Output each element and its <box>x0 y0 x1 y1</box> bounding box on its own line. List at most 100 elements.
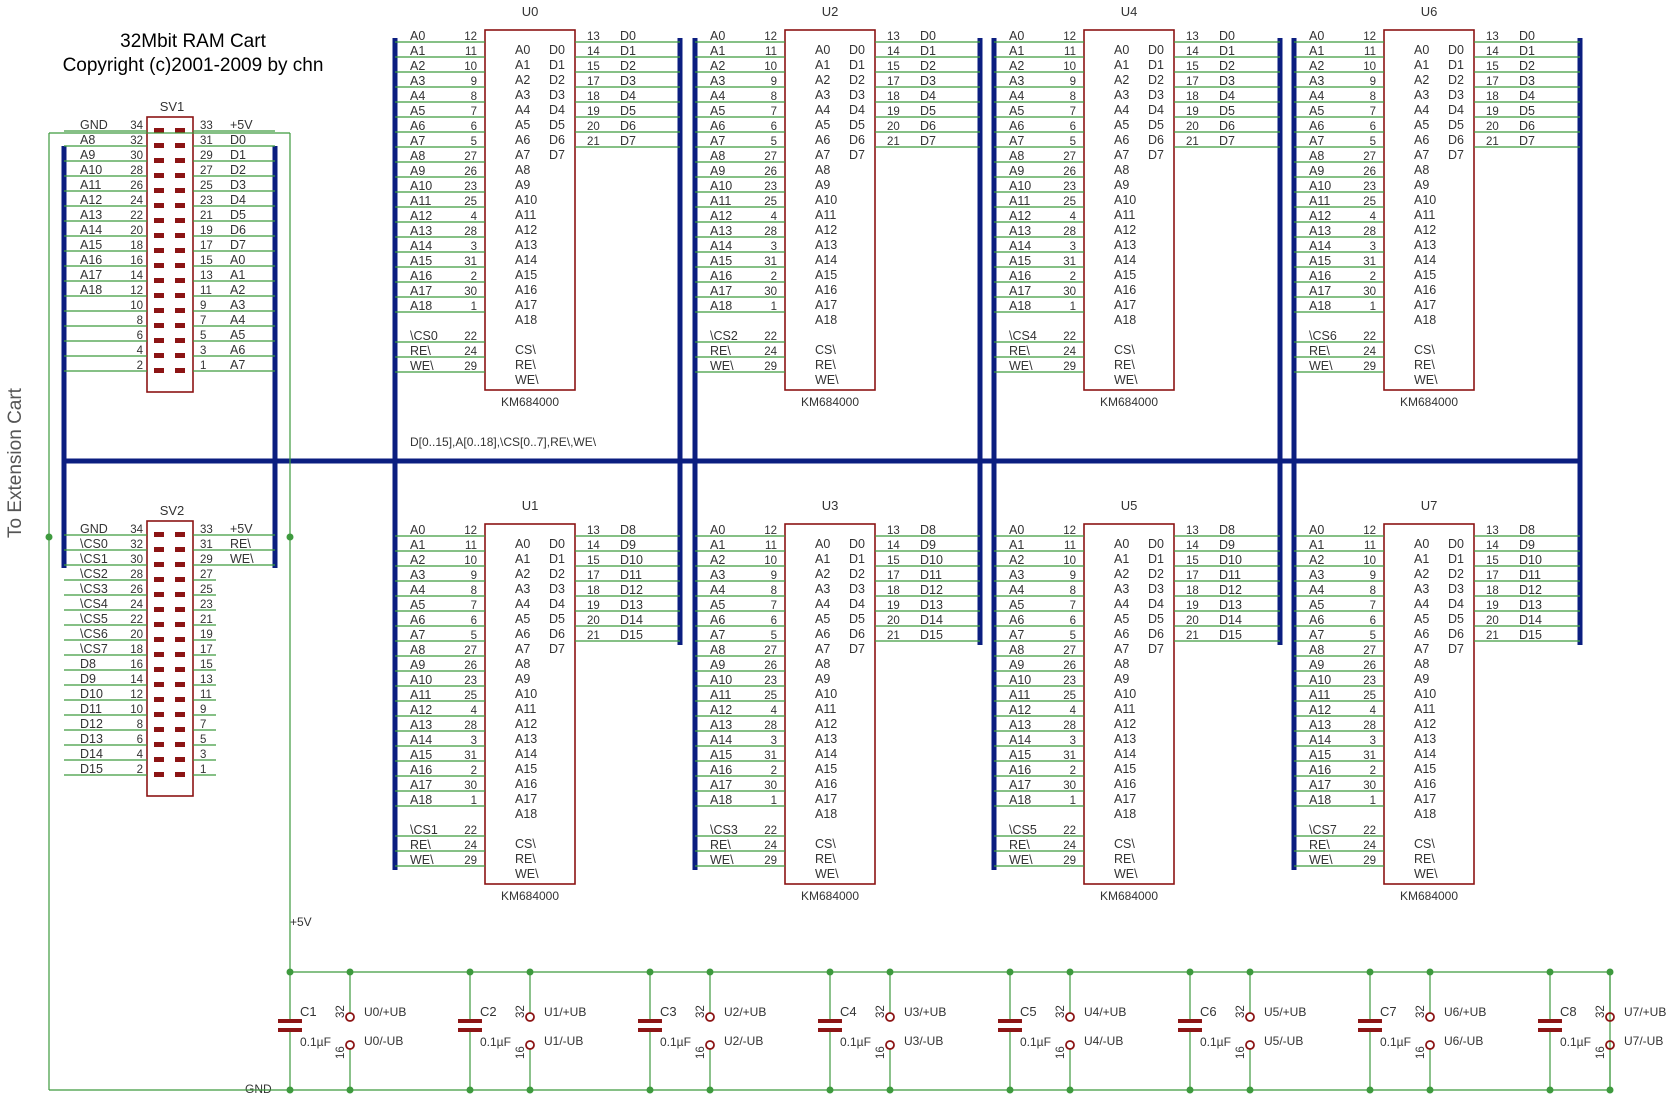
chip-addr-pin: A10 <box>515 687 537 701</box>
chip-addr-num: 7 <box>471 106 477 118</box>
chip-data-net: D3 <box>1219 74 1235 88</box>
chip-addr-net: A13 <box>410 718 432 732</box>
chip-addr-num: 5 <box>771 630 777 642</box>
connector-left-num: 4 <box>137 749 144 761</box>
chip-data-num: 14 <box>1186 540 1199 552</box>
chip-addr-num: 28 <box>1063 720 1076 732</box>
cap-value: 0.1µF <box>480 1035 511 1049</box>
connector-right-num: 9 <box>200 300 206 312</box>
connector-pin-mark <box>154 128 164 133</box>
chip-ctrl-net: WE\ <box>410 359 434 373</box>
connector-pin-mark <box>175 353 185 358</box>
chip-addr-pin: A7 <box>1114 148 1129 162</box>
chip-ctrl-num: 24 <box>764 840 777 852</box>
chip-data-pin: D1 <box>1148 58 1164 72</box>
chip-ctrl-num: 29 <box>1363 361 1376 373</box>
chip-data-pin: D6 <box>549 627 565 641</box>
chip-addr-net: A13 <box>1309 718 1331 732</box>
chip-addr-pin: A12 <box>1114 223 1136 237</box>
chip-data-net: D13 <box>620 598 643 612</box>
chip-addr-pin: A4 <box>1114 597 1129 611</box>
chip-data-net: D13 <box>1519 598 1542 612</box>
chip-addr-pin: A2 <box>1114 567 1129 581</box>
chip-addr-net: A4 <box>710 89 725 103</box>
chip-addr-num: 4 <box>471 211 478 223</box>
cap-value: 0.1µF <box>660 1035 691 1049</box>
chip-data-pin: D7 <box>549 148 565 162</box>
connector-pin-mark <box>154 592 164 597</box>
chip-addr-pin: A10 <box>815 193 837 207</box>
chip-addr-num: 28 <box>464 720 477 732</box>
supply-pin-circle <box>345 1040 355 1050</box>
chip-body-U3 <box>784 523 876 885</box>
chip-addr-net: A9 <box>710 164 725 178</box>
chip-ref-U1: U1 <box>522 498 539 513</box>
connector-left-net: \CS7 <box>80 642 108 656</box>
chip-addr-num: 11 <box>765 46 777 58</box>
chip-addr-num: 8 <box>471 91 477 103</box>
chip-addr-num: 7 <box>471 600 477 612</box>
connector-left-net: A8 <box>80 133 95 147</box>
chip-addr-net: A8 <box>710 149 725 163</box>
chip-ctrl-pin: WE\ <box>1414 373 1438 387</box>
chip-addr-net: A15 <box>710 748 732 762</box>
chip-data-net: D14 <box>920 613 943 627</box>
chip-ctrl-net: \CS1 <box>410 823 438 837</box>
connector-right-net: +5V <box>230 522 253 536</box>
chip-data-num: 17 <box>887 570 900 582</box>
chip-data-net: D1 <box>920 44 936 58</box>
connector-pin-mark <box>175 592 185 597</box>
chip-addr-num: 8 <box>1370 585 1376 597</box>
connector-right-net: A7 <box>230 358 245 372</box>
connector-pin-mark <box>154 667 164 672</box>
chip-addr-pin: A16 <box>1414 777 1436 791</box>
chip-data-net: D10 <box>1219 553 1242 567</box>
chip-data-net: D1 <box>1219 44 1235 58</box>
chip-addr-num: 26 <box>764 660 777 672</box>
chip-addr-net: A18 <box>1309 793 1331 807</box>
chip-addr-net: A8 <box>1009 643 1024 657</box>
chip-addr-pin: A5 <box>1414 118 1429 132</box>
chip-addr-net: A9 <box>1309 164 1324 178</box>
chip-data-pin: D0 <box>549 537 565 551</box>
chip-ctrl-num: 24 <box>1063 840 1076 852</box>
connector-pin-mark <box>175 652 185 657</box>
chip-addr-pin: A5 <box>1414 612 1429 626</box>
chip-ctrl-net: WE\ <box>1309 359 1333 373</box>
supply-plus-label: U6/+UB <box>1444 1005 1486 1019</box>
chip-addr-net: A4 <box>710 583 725 597</box>
chip-data-pin: D3 <box>1148 88 1164 102</box>
chip-addr-net: A0 <box>1309 29 1324 43</box>
connector-pin-mark <box>175 742 185 747</box>
chip-addr-pin: A1 <box>815 58 830 72</box>
chip-data-pin: D3 <box>849 88 865 102</box>
connector-pin-mark <box>175 203 185 208</box>
chip-data-pin: D6 <box>1148 133 1164 147</box>
chip-addr-num: 9 <box>1070 570 1076 582</box>
cap-plate <box>1178 1028 1202 1032</box>
chip-data-pin: D7 <box>1148 642 1164 656</box>
chip-addr-pin: A8 <box>1114 163 1129 177</box>
chip-addr-num: 23 <box>764 675 777 687</box>
chip-addr-net: A12 <box>710 209 732 223</box>
chip-ctrl-num: 24 <box>464 840 477 852</box>
chip-data-net: D12 <box>1519 583 1542 597</box>
chip-addr-num: 12 <box>464 31 477 43</box>
chip-ctrl-pin: CS\ <box>1114 837 1135 851</box>
chip-ctrl-net: WE\ <box>410 853 434 867</box>
chip-data-num: 18 <box>887 91 900 103</box>
chip-ctrl-net: WE\ <box>1009 853 1033 867</box>
chip-data-pin: D5 <box>1148 118 1164 132</box>
chip-ctrl-net: RE\ <box>1309 344 1330 358</box>
chip-addr-net: A18 <box>710 299 732 313</box>
chip-addr-pin: A13 <box>1414 732 1436 746</box>
chip-addr-num: 31 <box>1063 750 1076 762</box>
chip-data-num: 18 <box>1486 91 1499 103</box>
chip-addr-num: 26 <box>764 166 777 178</box>
connector-pin-mark <box>154 712 164 717</box>
chip-addr-pin: A14 <box>815 747 837 761</box>
connector-pin-mark <box>154 577 164 582</box>
chip-ctrl-num: 29 <box>1363 855 1376 867</box>
chip-data-net: D8 <box>620 523 636 537</box>
chip-addr-net: A10 <box>410 179 432 193</box>
